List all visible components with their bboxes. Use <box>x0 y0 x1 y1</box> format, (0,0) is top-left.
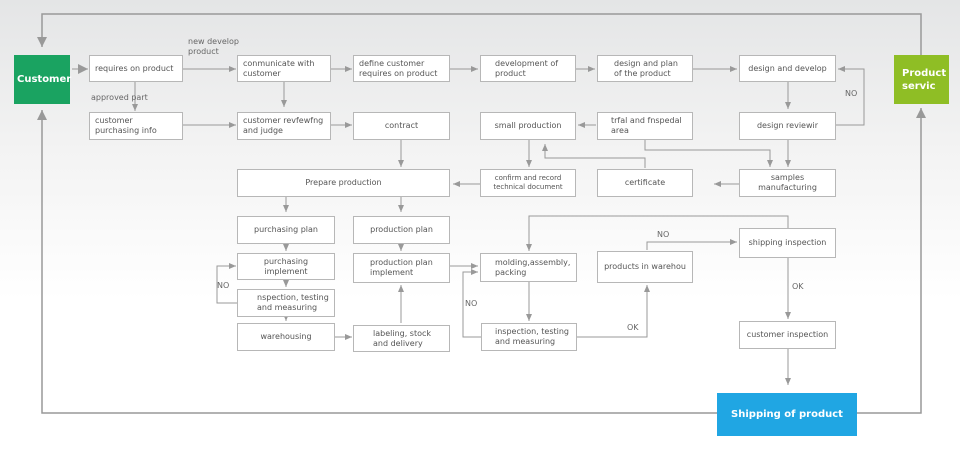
shipping-no-to-molding-arrow <box>526 215 789 251</box>
molding-assembly-packing-text: molding,assembly, packing <box>495 257 571 277</box>
loop-top-line <box>37 13 922 55</box>
shipping-of-product-label: Shipping of product <box>731 409 843 420</box>
shipping-no-label: NO <box>657 230 670 239</box>
certificate-text: certificate <box>624 178 666 187</box>
product-service-terminal: Product servic <box>894 55 949 104</box>
labeling-stock-delivery-box: labeling, stock and delivery <box>353 325 450 352</box>
products-in-warehouse-text: products in warehou <box>604 262 686 271</box>
trial-and-special-area-text: trfal and fnspedal area <box>611 116 682 135</box>
prepare-production-text: Prepare production <box>305 178 382 187</box>
inspection-ok-to-warehouse-arrow <box>577 285 650 338</box>
confirm-and-record-box: confirm and record technical document <box>480 169 576 197</box>
shipping-inspection-box: shipping inspection <box>739 228 836 258</box>
define-customer-requires-box: define customer requires on product <box>353 55 450 82</box>
warehouse-to-shipping-arrow <box>646 239 737 250</box>
design-review-box: design reviewir <box>739 112 836 140</box>
small-production-box: small production <box>480 112 576 140</box>
customer-purchasing-info-text: customer purchasing info <box>95 116 157 135</box>
purchasing-no-label: NO <box>217 281 230 290</box>
development-of-product-text: development of product <box>495 58 559 78</box>
warehousing-box: warehousing <box>237 323 335 351</box>
customer-label: Customer <box>17 74 72 85</box>
contract-text: contract <box>384 121 419 130</box>
inspection-no-to-molding-arrow <box>462 269 481 338</box>
inspection-ok-label: OK <box>627 323 639 332</box>
customer-review-judge-box: customer revfewfng and judge <box>237 112 331 140</box>
certificate-box: certificate <box>597 169 693 197</box>
development-of-product-box: development of product <box>480 55 576 82</box>
communicate-with-customer-text: conmunicate with customer <box>243 58 315 78</box>
design-review-text: design reviewir <box>756 121 819 130</box>
production-plan-implement-text: production plan implement <box>370 258 433 277</box>
purchasing-plan-box: purchasing plan <box>237 216 335 244</box>
design-and-develop-box: design and develop <box>739 55 836 82</box>
requires-on-product-text: requires on product <box>95 63 174 73</box>
production-plan-implement-box: production plan implement <box>353 253 450 283</box>
inspection-testing-measuring-1-text: nspection, testing and measuring <box>257 293 329 312</box>
confirm-and-record-text: confirm and record technical document <box>493 174 563 191</box>
shipping-ok-label: OK <box>792 282 804 291</box>
review-no-loop-arrow <box>836 66 865 126</box>
trial-and-special-area-box: trfal and fnspedal area <box>597 112 693 140</box>
loop-bottom-right-line <box>857 108 926 414</box>
warehousing-text: warehousing <box>260 332 312 341</box>
requires-on-product-box: requires on product <box>89 55 183 82</box>
trial-to-samples-arrow <box>644 140 773 167</box>
molding-assembly-packing-box: molding,assembly, packing <box>480 253 577 282</box>
purchasing-plan-text: purchasing plan <box>254 225 318 234</box>
inspection-testing-measuring-2-box: inspection, testing and measuring <box>481 323 577 351</box>
customer-review-judge-text: customer revfewfng and judge <box>243 116 324 135</box>
production-plan-box: production plan <box>353 216 450 244</box>
certificate-to-small-production-arrow <box>542 144 646 168</box>
purchasing-implement-text: purchasing implement <box>263 256 309 276</box>
design-no-label: NO <box>845 89 858 98</box>
customer-inspection-text: customer inspection <box>746 330 829 339</box>
new-develop-product-label: new develop product <box>188 37 239 56</box>
inspection-testing-measuring-2-text: inspection, testing and measuring <box>495 327 570 346</box>
contract-box: contract <box>353 112 450 140</box>
shipping-of-product-terminal: Shipping of product <box>717 393 857 436</box>
loop-bottom-left-line <box>37 110 717 414</box>
labeling-stock-delivery-text: labeling, stock and delivery <box>373 328 432 348</box>
customer-inspection-box: customer inspection <box>739 321 836 349</box>
prepare-production-box: Prepare production <box>237 169 450 197</box>
product-service-label: Product servic <box>902 67 947 92</box>
production-plan-text: production plan <box>370 225 433 234</box>
shipping-inspection-text: shipping inspection <box>748 238 827 247</box>
samples-manufacturing-box: samples manufacturing <box>739 169 836 197</box>
customer-terminal: Customer <box>14 55 72 104</box>
molding-no-label: NO <box>465 299 478 308</box>
approved-part-label: approved part <box>91 93 148 102</box>
design-and-plan-text: design and plan of the product <box>614 58 678 78</box>
inspection-no-loop-arrow <box>216 263 237 304</box>
design-and-develop-text: design and develop <box>748 63 827 73</box>
design-and-plan-box: design and plan of the product <box>597 55 693 82</box>
small-production-text: small production <box>494 121 562 130</box>
products-in-warehouse-box: products in warehou <box>597 251 693 283</box>
customer-purchasing-info-box: customer purchasing info <box>89 112 183 140</box>
define-customer-requires-text: define customer requires on product <box>359 58 438 78</box>
purchasing-implement-box: purchasing implement <box>237 253 335 280</box>
samples-manufacturing-text: samples manufacturing <box>758 173 817 192</box>
inspection-testing-measuring-1-box: nspection, testing and measuring <box>237 289 335 317</box>
communicate-with-customer-box: conmunicate with customer <box>237 55 331 82</box>
